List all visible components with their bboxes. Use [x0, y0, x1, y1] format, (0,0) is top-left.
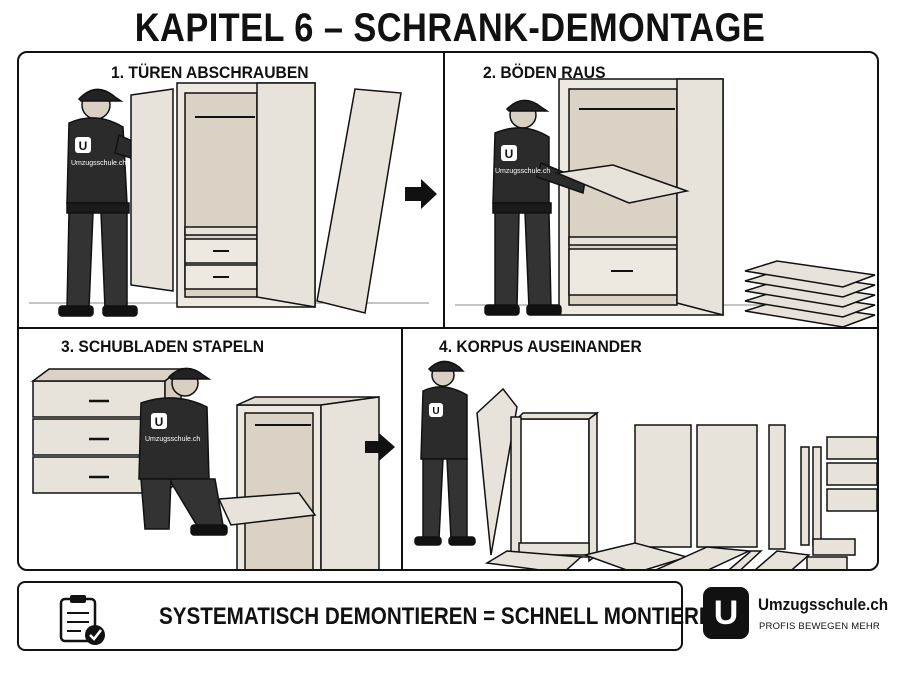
- detached-door: [316, 88, 402, 314]
- pulled-drawer: [217, 492, 317, 526]
- drawer-pile: [806, 436, 877, 569]
- worker-figure: [58, 88, 162, 317]
- footer-banner: SYSTEMATISCH DEMONTIEREN = SCHNELL MONTI…: [17, 581, 733, 651]
- clipboard-checklist-icon: [59, 595, 105, 645]
- illustration-disassemble-body: U: [414, 360, 877, 569]
- shirt-logo-letter: U: [505, 147, 514, 161]
- side-panel: [476, 387, 518, 556]
- brand-name: Umzugsschule.ch: [758, 595, 889, 614]
- shirt-brand-text: Umzugsschule.ch: [495, 168, 550, 175]
- step-label-4: 4. KORPUS AUSEINANDER: [439, 337, 642, 356]
- divider-middle: [19, 327, 877, 329]
- arrow-right-icon: [365, 433, 395, 461]
- wardrobe: [236, 396, 380, 569]
- shirt-logo-letter: U: [79, 139, 88, 153]
- shirt-logo-letter: U: [432, 406, 439, 417]
- wardrobe: [176, 82, 316, 308]
- step-panel-1: 1. TÜREN ABSCHRAUBEN U Umzugsschule.ch: [19, 53, 443, 327]
- wardrobe-frame: [510, 411, 600, 564]
- brand-tagline: PROFIS BEWEGEN MEHR: [759, 621, 880, 632]
- shirt-logo-badge: [75, 137, 91, 153]
- step-panel-3: 3. SCHUBLADEN STAPELN: [19, 329, 401, 569]
- step-label-1: 1. TÜREN ABSCHRAUBEN: [111, 63, 309, 82]
- loose-panels: [634, 424, 822, 550]
- step-label-3: 3. SCHUBLADEN STAPELN: [61, 337, 265, 356]
- open-door: [130, 88, 174, 292]
- shelf-stack: [744, 260, 876, 327]
- steps-grid: 1. TÜREN ABSCHRAUBEN U Umzugsschule.ch: [17, 51, 879, 571]
- step-panel-4: 4. KORPUS AUSEINANDER U: [403, 329, 877, 569]
- page-title: KAPITEL 6 – SCHRANK-DEMONTAGE: [134, 6, 766, 50]
- shirt-brand-text: Umzugsschule.ch: [145, 436, 200, 443]
- footer-slogan: SYSTEMATISCH DEMONTIEREN = SCHNELL MONTI…: [159, 603, 734, 630]
- illustration-remove-shelves: U Umzugsschule.ch: [455, 78, 876, 327]
- shirt-brand-text: Umzugsschule.ch: [71, 160, 126, 167]
- divider-top: [443, 53, 445, 328]
- divider-bottom: [401, 327, 403, 569]
- step-panel-2: 2. BÖDEN RAUS: [445, 53, 877, 327]
- shelf-board: [554, 164, 690, 204]
- shirt-logo-letter: U: [155, 415, 164, 429]
- illustration-stack-drawers: U Umzugsschule.ch: [30, 367, 380, 569]
- illustration-remove-doors: U Umzugsschule.ch: [29, 82, 429, 317]
- worker-figure: [414, 360, 476, 546]
- arrow-right-icon: [405, 179, 437, 209]
- step-label-2: 2. BÖDEN RAUS: [483, 63, 606, 82]
- floor-boards: [484, 542, 811, 569]
- brand-logo: U: [703, 587, 749, 639]
